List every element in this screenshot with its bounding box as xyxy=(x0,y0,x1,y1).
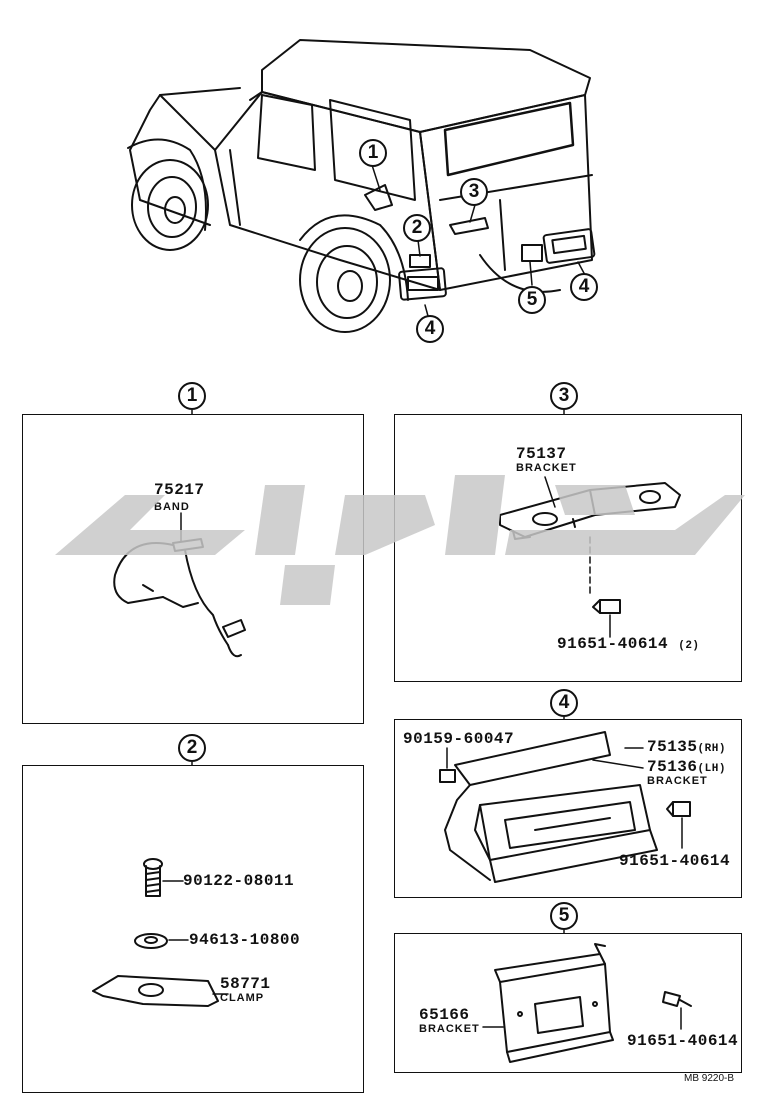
part-90159-60047[interactable]: 90159-60047 xyxy=(403,730,515,748)
section-2-panel: 90122-08011 94613-10800 58771 CLAMP xyxy=(22,765,364,1093)
part-91651-40614-sec3[interactable]: 91651-40614 (2) xyxy=(557,635,700,653)
section-3-connector xyxy=(563,410,565,414)
section-5-connector xyxy=(563,930,565,933)
section-3-label: 3 xyxy=(550,382,578,410)
section-4-connector xyxy=(563,717,565,719)
section-5-label: 5 xyxy=(550,902,578,930)
part-65166[interactable]: 65166 xyxy=(419,1006,470,1024)
section-2-drawing xyxy=(92,858,229,1007)
section-4-label: 4 xyxy=(550,689,578,717)
callout-5[interactable]: 5 xyxy=(518,286,546,314)
callout-3[interactable]: 3 xyxy=(460,178,488,206)
vehicle-overview-drawing xyxy=(127,39,596,333)
part-90122-08011[interactable]: 90122-08011 xyxy=(183,872,295,890)
part-75136[interactable]: 75136(LH) xyxy=(647,758,726,776)
section-4-panel: 90159-60047 75135(RH) 75136(LH) BRACKET … xyxy=(394,719,742,898)
part-75217[interactable]: 75217 xyxy=(154,481,205,499)
part-75137[interactable]: 75137 xyxy=(516,445,567,463)
section-5-panel: 65166 BRACKET 91651-40614 xyxy=(394,933,742,1073)
section-1-connector xyxy=(191,410,193,414)
part-58771-name: CLAMP xyxy=(220,992,265,1004)
part-58771[interactable]: 58771 xyxy=(220,975,271,993)
lamp-bracket-drawing xyxy=(439,731,691,883)
section-2-connector xyxy=(191,762,193,765)
part-91651-40614-sec4[interactable]: 91651-40614 xyxy=(619,852,731,870)
part-65166-name: BRACKET xyxy=(419,1023,480,1035)
part-91651-40614-sec5[interactable]: 91651-40614 xyxy=(627,1032,739,1050)
callout-4-right[interactable]: 4 xyxy=(570,273,598,301)
part-75135[interactable]: 75135(RH) xyxy=(647,738,726,756)
diagram-code: MB 9220-B xyxy=(684,1073,735,1084)
callout-2[interactable]: 2 xyxy=(403,214,431,242)
section-2-label: 2 xyxy=(178,734,206,762)
part-75135-75136-name: BRACKET xyxy=(647,775,708,787)
callout-4-left[interactable]: 4 xyxy=(416,315,444,343)
section-1-label: 1 xyxy=(178,382,206,410)
part-75137-name: BRACKET xyxy=(516,462,577,474)
part-94613-10800[interactable]: 94613-10800 xyxy=(189,931,301,949)
bracket-65166-drawing xyxy=(482,943,692,1063)
callout-1[interactable]: 1 xyxy=(359,139,387,167)
